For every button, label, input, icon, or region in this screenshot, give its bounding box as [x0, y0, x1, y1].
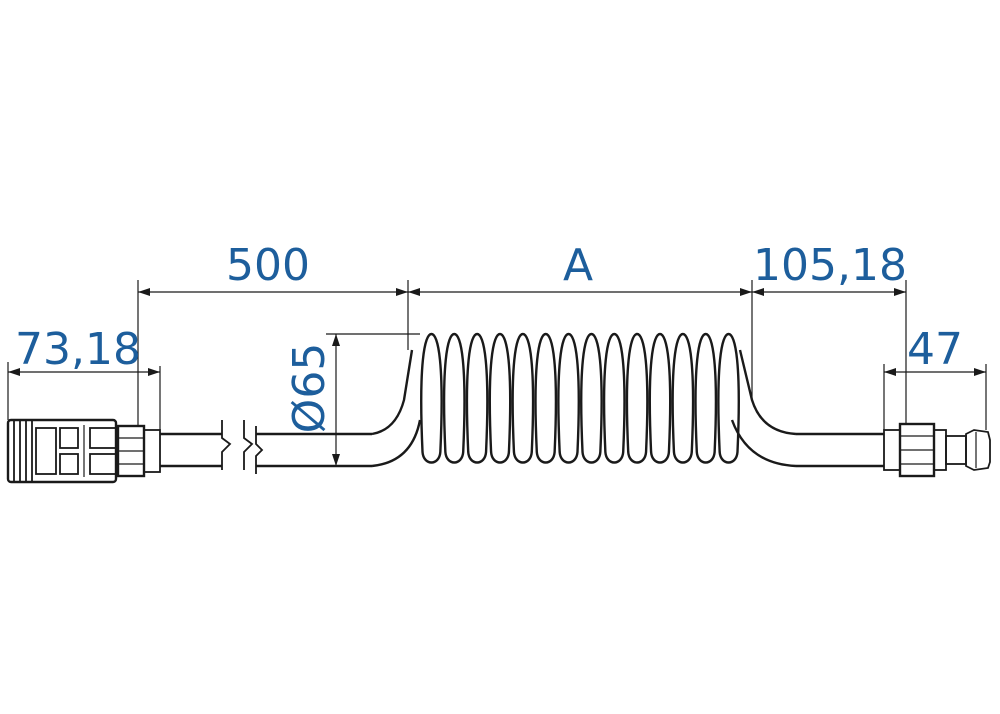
- coil-turn: [694, 332, 718, 464]
- coil-turn: [648, 332, 672, 464]
- dimension-plug-end-length: 105,18: [753, 240, 907, 291]
- coil-turn: [488, 332, 512, 464]
- coil-turn: [465, 332, 489, 464]
- coupling-plug: [883, 422, 991, 478]
- dimension-lines: [7, 280, 987, 467]
- coil-turn: [442, 332, 466, 464]
- dimension-straight-length: 500: [226, 240, 310, 291]
- coil-turn: [717, 332, 740, 464]
- coil-turn: [580, 332, 603, 464]
- coil-turn: [625, 332, 649, 464]
- dimension-coil-length: A: [563, 240, 593, 291]
- coil-turn: [602, 332, 626, 464]
- coil-turn: [420, 332, 443, 464]
- coil-turn: [557, 332, 580, 464]
- coupling-socket: [6, 418, 161, 484]
- coil-turn: [534, 332, 558, 464]
- straight-hose: [160, 349, 422, 474]
- coil-turn: [671, 332, 695, 464]
- straight-hose-right: [730, 349, 884, 468]
- coiled-hose-section: [420, 332, 740, 464]
- dimension-coil-diameter: Ø65: [284, 343, 335, 434]
- dimension-plug-length: 47: [907, 324, 963, 375]
- dimension-socket-length: 73,18: [15, 324, 141, 375]
- coil-turn: [511, 332, 535, 464]
